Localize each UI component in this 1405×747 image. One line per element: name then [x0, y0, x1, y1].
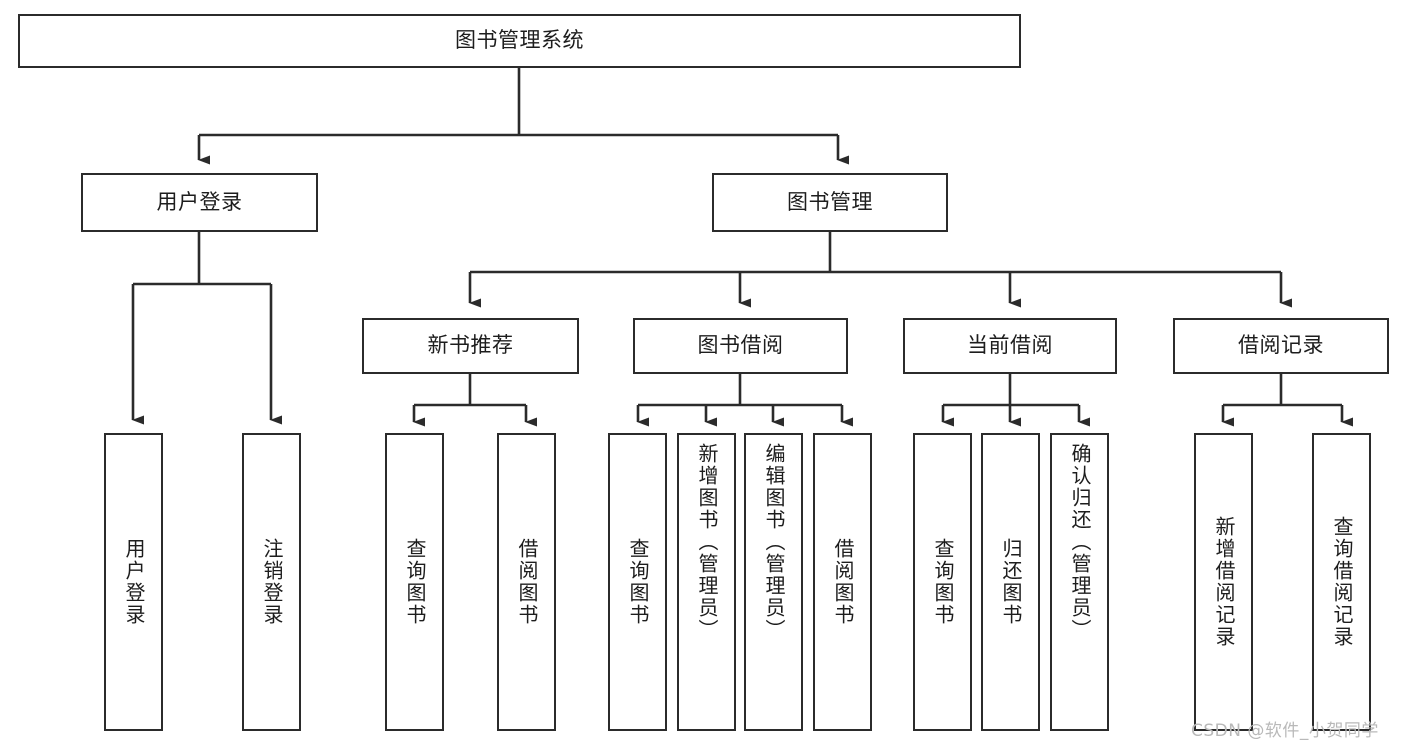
leaf-newbook-borrow-book[interactable]: 借阅图书 [497, 433, 556, 731]
leaf-current-query-book[interactable]: 查询图书 [913, 433, 972, 731]
node-book-borrow[interactable]: 图书借阅 [633, 318, 848, 374]
leaf-records-add-record-label: 新增借阅记录 [1212, 516, 1236, 648]
node-book-borrow-label: 图书借阅 [697, 333, 784, 358]
node-root-label: 图书管理系统 [455, 28, 584, 53]
leaf-borrow-add-book-admin-label: 新增图书（管理员） [695, 443, 719, 641]
leaf-records-query-record[interactable]: 查询借阅记录 [1312, 433, 1371, 731]
node-borrow-records[interactable]: 借阅记录 [1173, 318, 1389, 374]
leaf-user-login-label: 用户登录 [122, 538, 146, 626]
leaf-newbook-query-book[interactable]: 查询图书 [385, 433, 444, 731]
node-book-management[interactable]: 图书管理 [712, 173, 948, 232]
node-root[interactable]: 图书管理系统 [18, 14, 1021, 68]
node-new-book-recommend-label: 新书推荐 [427, 333, 514, 358]
leaf-borrow-add-book-admin[interactable]: 新增图书（管理员） [677, 433, 736, 731]
leaf-records-query-record-label: 查询借阅记录 [1330, 516, 1354, 648]
leaf-current-query-book-label: 查询图书 [931, 538, 955, 626]
leaf-newbook-borrow-book-label: 借阅图书 [515, 538, 539, 626]
node-borrow-records-label: 借阅记录 [1238, 333, 1324, 358]
node-user-login[interactable]: 用户登录 [81, 173, 318, 232]
node-current-borrow-label: 当前借阅 [967, 333, 1053, 358]
leaf-borrow-borrow-book[interactable]: 借阅图书 [813, 433, 872, 731]
node-new-book-recommend[interactable]: 新书推荐 [362, 318, 579, 374]
leaf-borrow-query-book-label: 查询图书 [626, 538, 650, 626]
leaf-borrow-edit-book-admin[interactable]: 编辑图书（管理员） [744, 433, 803, 731]
node-user-login-label: 用户登录 [156, 189, 243, 214]
leaf-current-return-book-label: 归还图书 [999, 538, 1023, 626]
leaf-borrow-edit-book-admin-label: 编辑图书（管理员） [762, 443, 786, 641]
leaf-newbook-query-book-label: 查询图书 [403, 538, 427, 626]
leaf-borrow-query-book[interactable]: 查询图书 [608, 433, 667, 731]
leaf-borrow-borrow-book-label: 借阅图书 [831, 538, 855, 626]
leaf-records-add-record[interactable]: 新增借阅记录 [1194, 433, 1253, 731]
leaf-current-return-book[interactable]: 归还图书 [981, 433, 1040, 731]
leaf-user-logout[interactable]: 注销登录 [242, 433, 301, 731]
node-current-borrow[interactable]: 当前借阅 [903, 318, 1117, 374]
leaf-user-logout-label: 注销登录 [260, 538, 284, 626]
leaf-current-confirm-return-admin-label: 确认归还（管理员） [1068, 443, 1092, 641]
leaf-current-confirm-return-admin[interactable]: 确认归还（管理员） [1050, 433, 1109, 731]
node-book-management-label: 图书管理 [787, 189, 873, 214]
csdn-watermark: CSDN @软件_小贺同学 [1191, 721, 1379, 741]
leaf-user-login[interactable]: 用户登录 [104, 433, 163, 731]
